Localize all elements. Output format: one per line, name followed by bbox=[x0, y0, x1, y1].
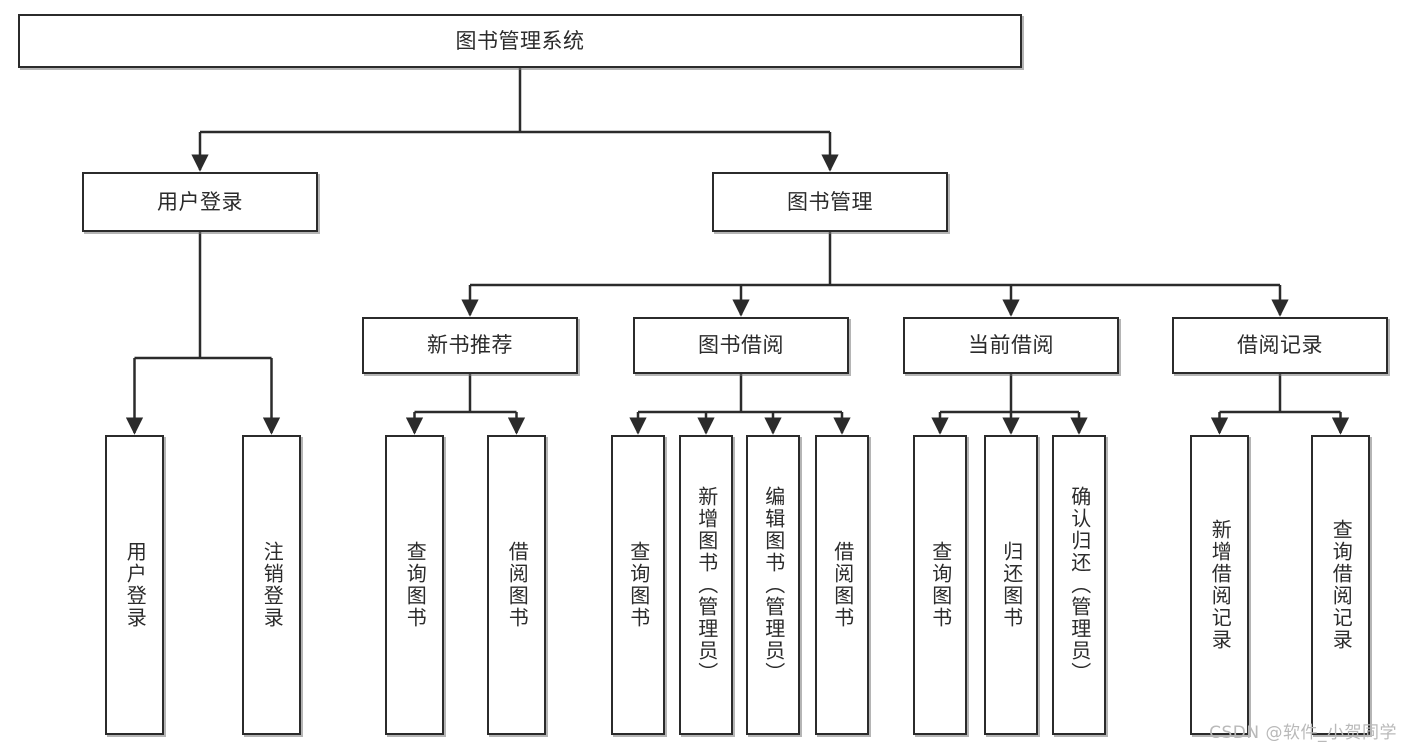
node-L13[interactable]: 查询借阅记录 bbox=[1311, 435, 1370, 735]
node-L7[interactable]: 编辑图书（管理员） bbox=[746, 435, 800, 735]
node-L2[interactable]: 注销登录 bbox=[242, 435, 301, 735]
node-n3d[interactable]: 借阅记录 bbox=[1172, 317, 1388, 374]
node-n3a[interactable]: 新书推荐 bbox=[362, 317, 578, 374]
node-L11[interactable]: 确认归还（管理员） bbox=[1052, 435, 1106, 735]
node-L8[interactable]: 借阅图书 bbox=[815, 435, 869, 735]
node-label: 借阅记录 bbox=[1237, 333, 1323, 358]
node-label: 用户登录 bbox=[157, 189, 243, 214]
node-label: 注销登录 bbox=[260, 541, 285, 629]
node-L9[interactable]: 查询图书 bbox=[913, 435, 967, 735]
node-label: 新增借阅记录 bbox=[1208, 519, 1233, 651]
node-L5[interactable]: 查询图书 bbox=[611, 435, 665, 735]
node-label: 用户登录 bbox=[123, 541, 148, 629]
node-label: 查询借阅记录 bbox=[1329, 519, 1354, 651]
node-L4[interactable]: 借阅图书 bbox=[487, 435, 546, 735]
node-label: 图书管理系统 bbox=[455, 28, 585, 53]
node-root[interactable]: 图书管理系统 bbox=[18, 14, 1022, 68]
node-label: 借阅图书 bbox=[830, 541, 855, 629]
node-L10[interactable]: 归还图书 bbox=[984, 435, 1038, 735]
node-label: 新书推荐 bbox=[427, 333, 513, 358]
node-label: 查询图书 bbox=[626, 541, 651, 629]
node-label: 查询图书 bbox=[928, 541, 953, 629]
node-L3[interactable]: 查询图书 bbox=[385, 435, 444, 735]
node-label: 图书管理 bbox=[787, 189, 873, 214]
node-label: 借阅图书 bbox=[505, 541, 530, 629]
node-label: 查询图书 bbox=[403, 541, 428, 629]
node-label: 新增图书（管理员） bbox=[694, 486, 719, 684]
node-label: 归还图书 bbox=[999, 541, 1024, 629]
node-L12[interactable]: 新增借阅记录 bbox=[1190, 435, 1249, 735]
node-n3b[interactable]: 图书借阅 bbox=[633, 317, 849, 374]
node-label: 当前借阅 bbox=[968, 333, 1054, 358]
node-label: 确认归还（管理员） bbox=[1067, 486, 1092, 684]
node-n2b[interactable]: 图书管理 bbox=[712, 172, 948, 232]
watermark: CSDN @软件_小贺同学 bbox=[1209, 723, 1397, 743]
node-label: 编辑图书（管理员） bbox=[761, 486, 786, 684]
node-label: 图书借阅 bbox=[698, 333, 784, 358]
node-n2a[interactable]: 用户登录 bbox=[82, 172, 318, 232]
node-L6[interactable]: 新增图书（管理员） bbox=[679, 435, 733, 735]
node-L1[interactable]: 用户登录 bbox=[105, 435, 164, 735]
node-n3c[interactable]: 当前借阅 bbox=[903, 317, 1119, 374]
